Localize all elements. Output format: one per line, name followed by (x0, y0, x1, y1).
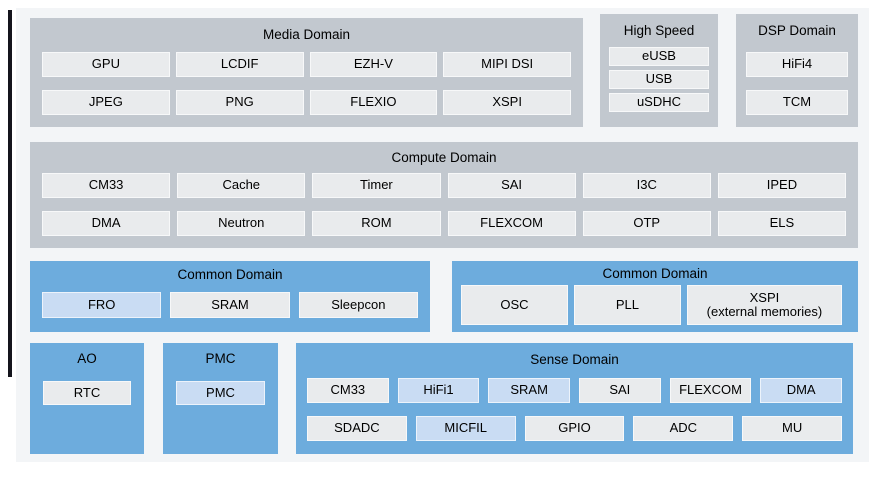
block-lcdif: LCDIF (175, 52, 304, 77)
block-cache: Cache (177, 173, 306, 198)
block-xspi-external-label: XSPI (749, 289, 780, 305)
block-xspi-media: XSPI (443, 90, 571, 115)
block-mu: MU (742, 416, 842, 441)
dsp-domain-panel: DSP Domain HiFi4 TCM (736, 14, 858, 127)
block-i3c: I3C (582, 173, 711, 198)
block-adc: ADC (633, 416, 734, 441)
block-gpu: GPU (42, 52, 170, 77)
common-domain-left-panel: Common Domain FRO SRAM Sleepcon (30, 261, 430, 332)
block-sram-sense: SRAM (488, 378, 570, 403)
block-cm33-sense: CM33 (307, 378, 389, 403)
block-rtc: RTC (43, 381, 131, 405)
block-sai-compute: SAI (447, 173, 576, 198)
media-domain-panel: Media Domain GPU LCDIF EZH-V MIPI DSI JP… (30, 18, 583, 127)
sense-domain-panel: Sense Domain CM33 HiFi1 SRAM SAI FLEXCOM… (296, 343, 853, 454)
block-tcm: TCM (746, 90, 848, 115)
pmc-domain-title: PMC (205, 351, 236, 366)
sense-domain-title: Sense Domain (530, 352, 619, 367)
block-jpeg: JPEG (42, 90, 170, 115)
block-xspi-external-sublabel: (external memories) (706, 304, 823, 319)
pmc-domain-panel: PMC PMC (163, 343, 278, 454)
block-flexcom-sense: FLEXCOM (669, 378, 752, 403)
block-sai-sense: SAI (578, 378, 661, 403)
block-osc: OSC (461, 285, 568, 325)
dsp-domain-stack: HiFi4 TCM (746, 52, 848, 115)
block-png: PNG (175, 90, 304, 115)
high-speed-stack: eUSB USB uSDHC (609, 47, 709, 112)
ao-domain-title: AO (77, 351, 97, 366)
block-ezh-v: EZH-V (309, 52, 438, 77)
high-speed-title: High Speed (623, 23, 695, 38)
block-fro: FRO (42, 292, 162, 318)
block-usb: USB (609, 70, 709, 89)
sense-domain-row2: SDADC MICFIL GPIO ADC MU (307, 416, 842, 441)
compute-domain-grid: CM33 Cache Timer SAI I3C IPED DMA Neutro… (42, 173, 846, 236)
block-flexio: FLEXIO (309, 90, 438, 115)
compute-domain-panel: Compute Domain CM33 Cache Timer SAI I3C … (30, 142, 858, 248)
block-dma-compute: DMA (42, 211, 171, 236)
block-neutron: Neutron (177, 211, 306, 236)
block-timer: Timer (312, 173, 441, 198)
block-pll: PLL (573, 285, 681, 325)
compute-domain-title: Compute Domain (391, 150, 497, 165)
common-domain-right-panel: Common Domain OSC PLL XSPI (external mem… (452, 261, 858, 332)
block-xspi-external: XSPI (external memories) (686, 285, 842, 325)
block-gpio: GPIO (524, 416, 625, 441)
common-domain-left-grid: FRO SRAM Sleepcon (42, 292, 418, 318)
block-hifi4: HiFi4 (746, 52, 848, 77)
ao-domain-panel: AO RTC (30, 343, 144, 454)
block-flexcom-compute: FLEXCOM (447, 211, 576, 236)
common-domain-right-grid: OSC PLL XSPI (external memories) (461, 285, 842, 325)
block-mipi-dsi: MIPI DSI (443, 52, 571, 77)
block-hifi1: HiFi1 (397, 378, 480, 403)
block-eusb: eUSB (609, 47, 709, 66)
change-bar (8, 10, 12, 377)
block-otp: OTP (582, 211, 711, 236)
block-cm33-compute: CM33 (42, 173, 171, 198)
sense-domain-row1: CM33 HiFi1 SRAM SAI FLEXCOM DMA (307, 378, 842, 403)
block-els: ELS (717, 211, 846, 236)
block-sleepcon: Sleepcon (298, 292, 418, 318)
block-rom: ROM (312, 211, 441, 236)
block-dma-sense: DMA (760, 378, 842, 403)
block-pmc: PMC (176, 381, 265, 405)
block-micfil: MICFIL (415, 416, 516, 441)
block-usdhc: uSDHC (609, 93, 709, 112)
high-speed-panel: High Speed eUSB USB uSDHC (600, 14, 718, 127)
media-domain-grid: GPU LCDIF EZH-V MIPI DSI JPEG PNG FLEXIO… (42, 52, 571, 115)
common-domain-left-title: Common Domain (177, 267, 283, 282)
block-iped: IPED (717, 173, 846, 198)
block-sram-common: SRAM (170, 292, 290, 318)
block-sdadc: SDADC (307, 416, 407, 441)
common-domain-right-title: Common Domain (602, 266, 708, 281)
media-domain-title: Media Domain (262, 27, 351, 42)
dsp-domain-title: DSP Domain (758, 23, 836, 38)
